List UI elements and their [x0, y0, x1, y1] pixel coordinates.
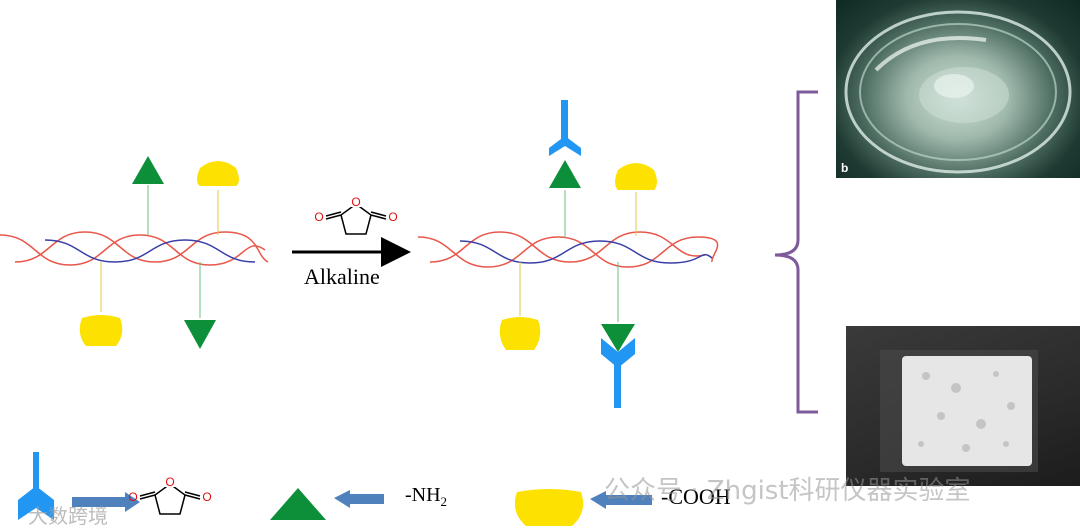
- succinyl-cap: [601, 338, 635, 368]
- sponge-photo: [846, 326, 1080, 486]
- legend-carboxyl: [514, 489, 652, 526]
- carboxyl-group-shape: [79, 315, 123, 346]
- svg-text:O: O: [314, 210, 323, 224]
- carboxyl-group-shape: [197, 161, 239, 186]
- svg-text:O: O: [202, 490, 211, 504]
- watermark-right: 公众号 · Zhgist科研仪器实验室: [604, 476, 971, 506]
- amine-group-triangle: [132, 156, 164, 184]
- svg-text:O: O: [351, 195, 360, 209]
- collagen-helix-right: [417, 231, 719, 268]
- side-chains-right: [499, 100, 657, 408]
- amine-group-triangle: [184, 320, 216, 349]
- succinic-anhydride-reagent: O O O: [314, 195, 398, 235]
- petri-dish-image: [844, 10, 1072, 174]
- amine-group-triangle: [601, 324, 635, 352]
- legend-arrow: [72, 492, 140, 512]
- svg-text:O: O: [388, 210, 397, 224]
- succinyl-stem: [33, 452, 39, 490]
- succinyl-cap: [18, 486, 54, 520]
- amine-group-triangle: [549, 160, 581, 188]
- legend-succinyl: O O O: [18, 452, 212, 520]
- sponge-image: [880, 350, 1038, 472]
- legend: O O O: [18, 452, 652, 526]
- carboxyl-group-shape: [499, 317, 541, 350]
- legend-amine-label: -NH2: [405, 484, 448, 509]
- legend-carboxyl-label: -COOH: [661, 484, 731, 509]
- legend-amine: [270, 488, 384, 520]
- legend-arrow: [590, 491, 652, 509]
- gel-photo: b: [836, 0, 1080, 178]
- watermark-left: 大数跨境: [28, 504, 108, 528]
- photo-panel-label: b: [841, 161, 849, 175]
- reaction-condition-label: Alkaline: [304, 264, 380, 289]
- succinyl-stem: [614, 360, 621, 408]
- svg-text:O: O: [128, 490, 137, 504]
- collagen-helix-left: [0, 231, 269, 266]
- amine-group-triangle: [270, 488, 326, 520]
- svg-text:O: O: [165, 475, 174, 489]
- carboxyl-group-shape: [514, 489, 584, 526]
- side-chains-left: [79, 156, 239, 349]
- succinyl-stem: [561, 100, 568, 146]
- grouping-brace: [774, 90, 818, 414]
- legend-anhydride: O O O: [128, 475, 212, 515]
- succinyl-cap: [549, 136, 581, 156]
- carboxyl-group-shape: [615, 163, 657, 190]
- legend-arrow: [334, 490, 384, 508]
